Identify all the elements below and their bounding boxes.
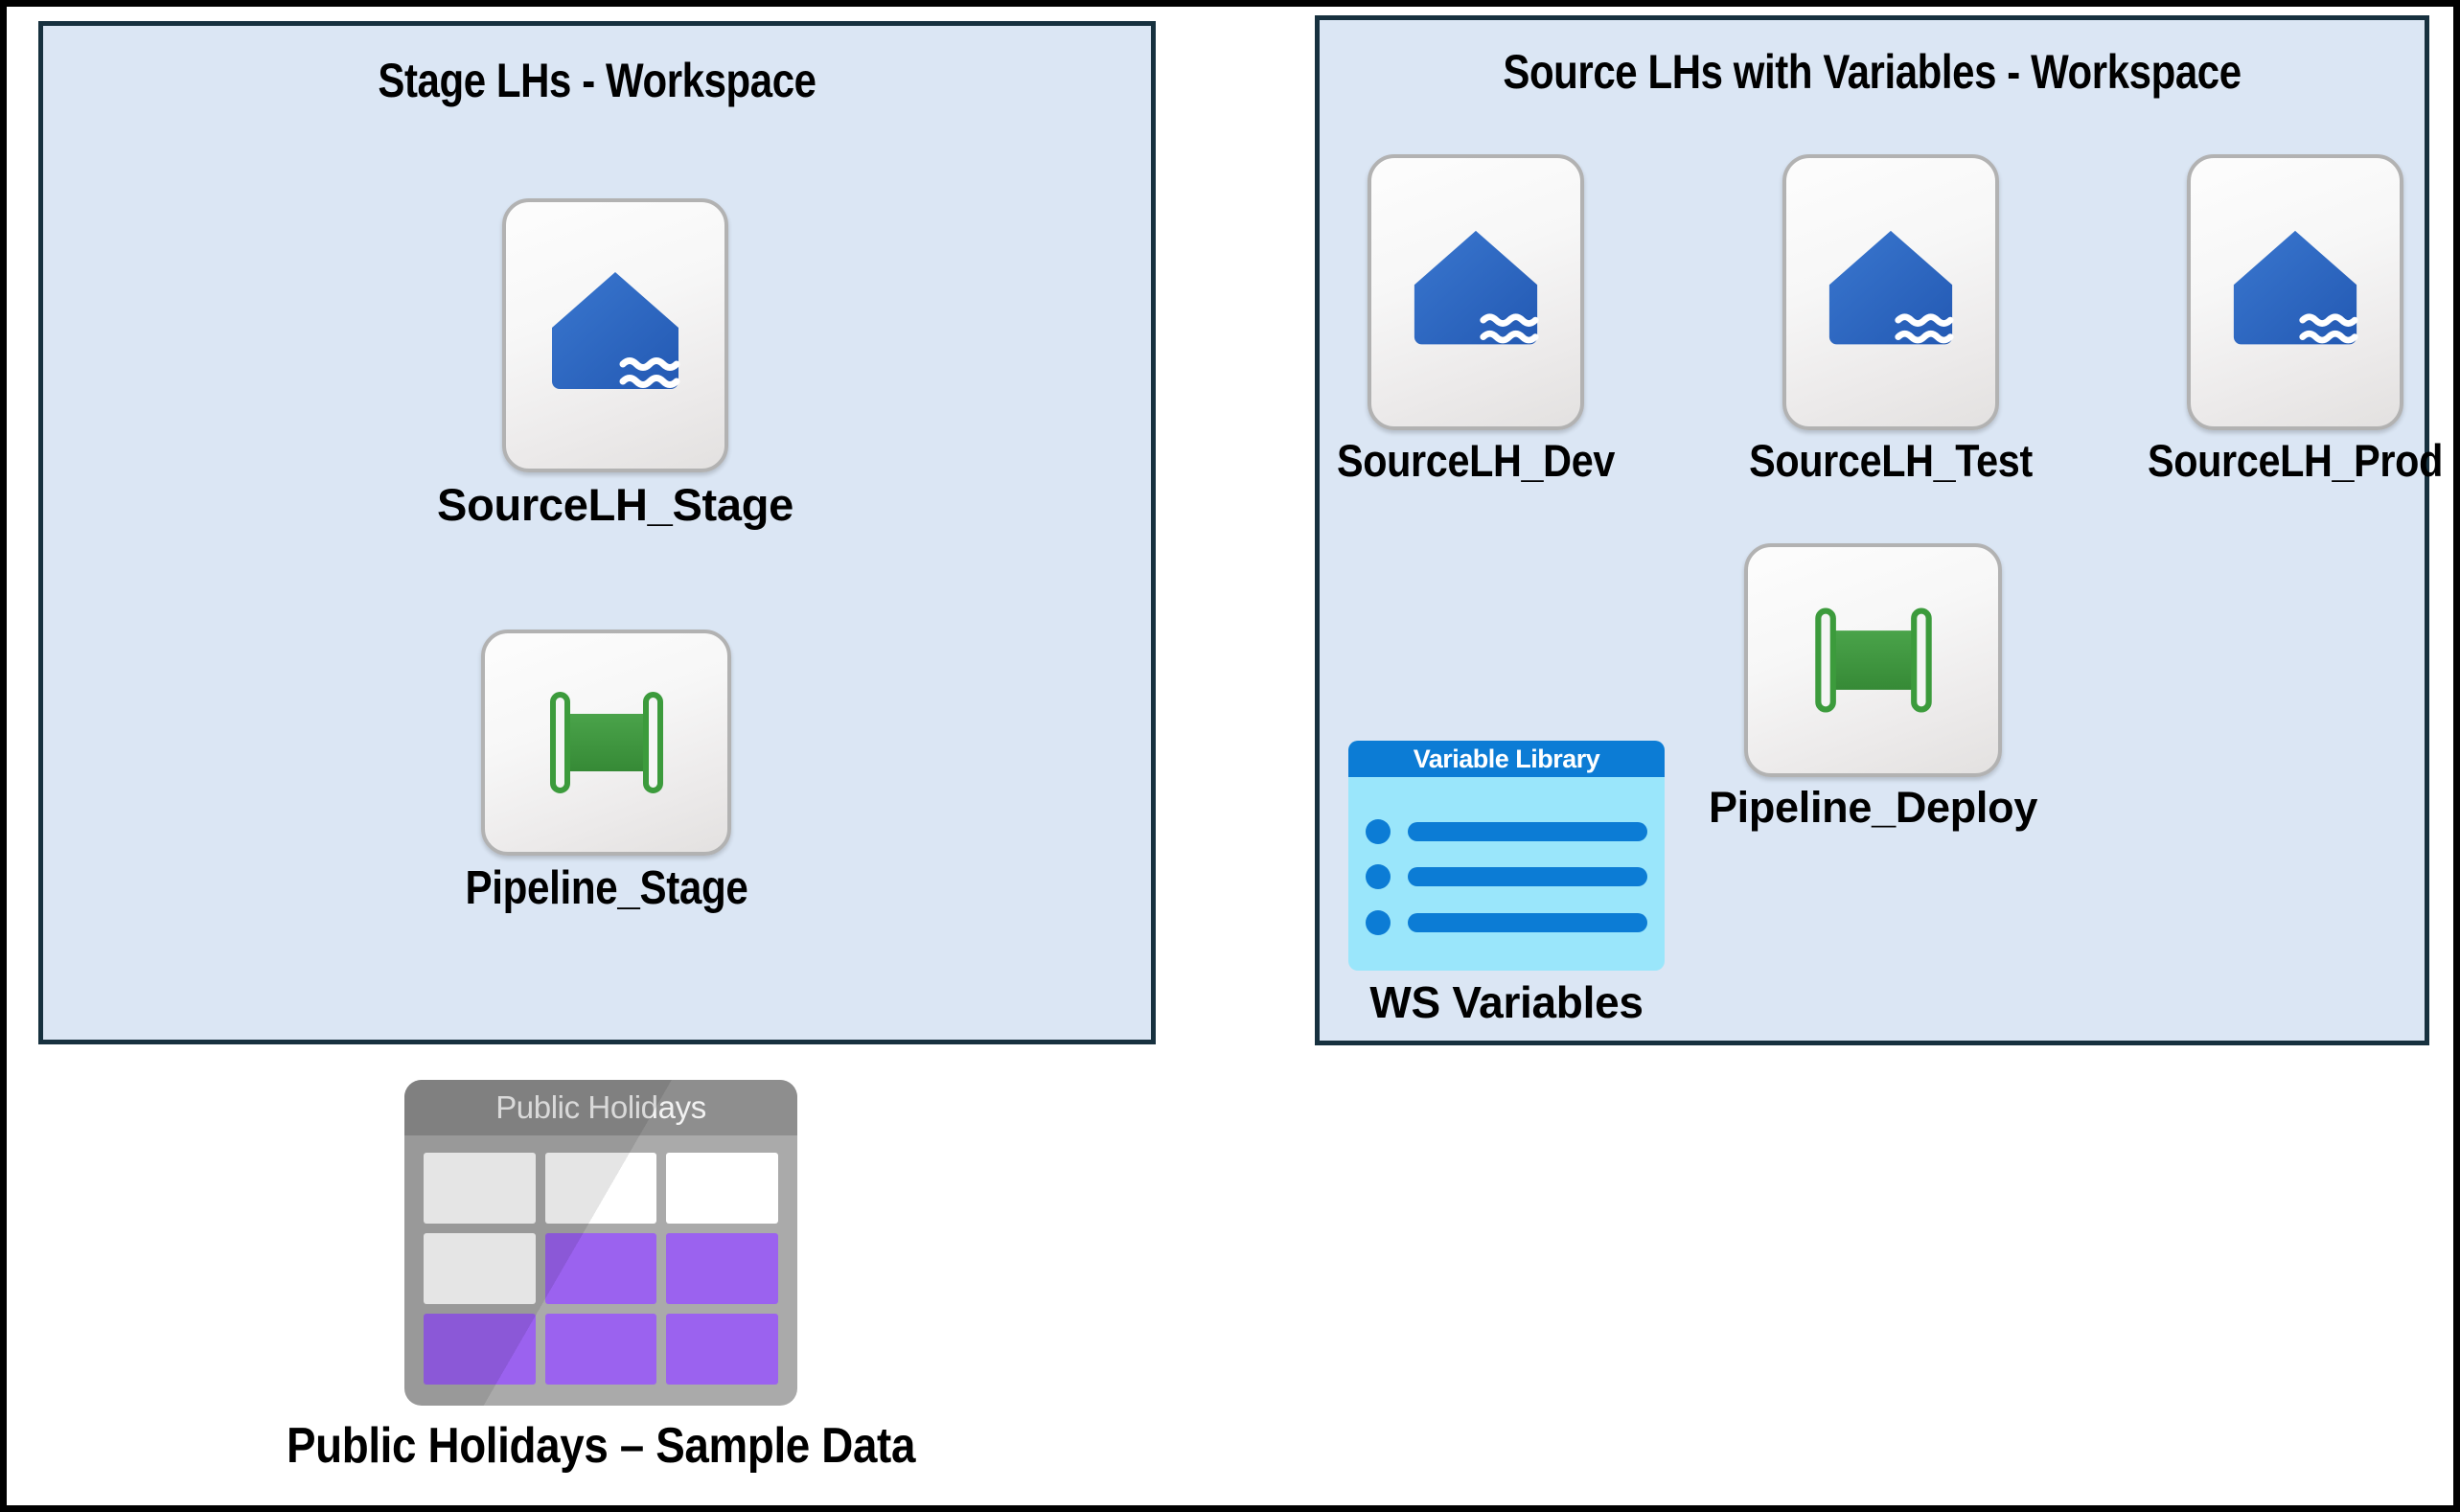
item-label: SourceLH_Test (1749, 435, 2033, 486)
bullet-icon (1366, 909, 1391, 935)
variable-bar (1408, 867, 1647, 886)
workspace-source: Source LHs with Variables - Workspace So… (1315, 15, 2443, 1045)
item-label: Pipeline_Stage (465, 862, 747, 914)
table-cell (666, 1233, 778, 1304)
pipeline-tile[interactable] (1744, 543, 2002, 777)
variable-library-rows (1348, 777, 1665, 971)
lakehouse-icon (542, 268, 688, 402)
variable-bar (1408, 912, 1647, 932)
table-header: Public Holidays (404, 1080, 797, 1135)
pipeline-icon (541, 689, 672, 796)
item-label: SourceLH_Prod (2148, 435, 2443, 486)
item-public-holidays[interactable]: Public Holidays Public Holidays – Sample… (287, 1080, 915, 1474)
lakehouse-tile[interactable] (1368, 154, 1584, 430)
item-pipeline-stage[interactable]: Pipeline_Stage (465, 630, 747, 914)
lakehouse-tile[interactable] (2187, 154, 2403, 430)
lakehouse-icon (1820, 227, 1962, 357)
lakehouse-tile[interactable] (1782, 154, 1999, 430)
lakehouse-icon (2224, 227, 2366, 357)
workspace-stage: Stage LHs - Workspace (38, 21, 1156, 1044)
lakehouse-tile[interactable] (502, 198, 728, 472)
item-sourcelh-stage[interactable]: SourceLH_Stage (437, 198, 793, 530)
variable-library-icon[interactable]: Variable Library (1348, 741, 1665, 971)
bullet-icon (1366, 818, 1391, 844)
variable-bar (1408, 821, 1647, 841)
table-icon[interactable]: Public Holidays (404, 1080, 797, 1406)
bullet-icon (1366, 864, 1391, 889)
item-label: SourceLH_Stage (437, 479, 793, 530)
table-cell (544, 1153, 657, 1224)
workspace-source-title: Source LHs with Variables - Workspace (1503, 45, 2242, 99)
table-cell (544, 1314, 657, 1385)
item-label: WS Variables (1369, 977, 1644, 1027)
item-sourcelh-dev[interactable]: SourceLH_Dev (1337, 154, 1615, 486)
table-cell (424, 1314, 536, 1385)
variable-row (1366, 909, 1647, 935)
item-label: Pipeline_Deploy (1708, 783, 2038, 832)
variable-library-header: Variable Library (1348, 741, 1665, 777)
table-cell (424, 1153, 536, 1224)
item-sourcelh-prod[interactable]: SourceLH_Prod (2148, 154, 2443, 486)
table-cell (544, 1233, 657, 1304)
table-cell (666, 1153, 778, 1224)
item-label: SourceLH_Dev (1336, 435, 1616, 486)
variable-row (1366, 818, 1647, 844)
item-sourcelh-test[interactable]: SourceLH_Test (1749, 154, 2033, 486)
workspace-stage-title: Stage LHs - Workspace (378, 54, 816, 107)
item-label: Public Holidays – Sample Data (286, 1418, 916, 1474)
item-pipeline-deploy[interactable]: Pipeline_Deploy (1709, 543, 2037, 832)
item-ws-variables[interactable]: Variable Library WS Varia (1348, 741, 1665, 1027)
table-grid (404, 1135, 797, 1406)
table-cell (666, 1314, 778, 1385)
lakehouse-icon (1405, 227, 1547, 357)
pipeline-icon (1806, 605, 1941, 716)
pipeline-tile[interactable] (481, 630, 731, 856)
table-cell (424, 1233, 536, 1304)
variable-row (1366, 864, 1647, 889)
